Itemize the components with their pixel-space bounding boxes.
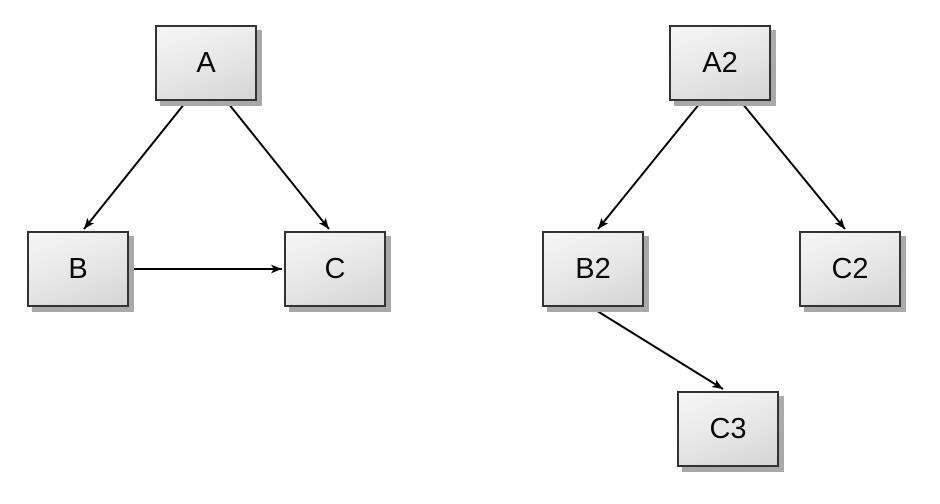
node-C3-label: C3 xyxy=(709,412,747,445)
node-C-label: C xyxy=(324,252,346,285)
edge-A-to-B xyxy=(83,102,186,230)
edge-B2-to-C3 xyxy=(593,308,724,390)
node-A-label: A xyxy=(196,46,216,79)
node-A2[interactable]: A2 xyxy=(669,25,771,101)
node-C2-label: C2 xyxy=(831,252,869,285)
node-B2[interactable]: B2 xyxy=(542,231,644,307)
node-A[interactable]: A xyxy=(155,25,257,101)
node-B-label: B xyxy=(68,252,88,285)
edge-A2-to-B2 xyxy=(597,102,701,230)
edge-A2-to-C2 xyxy=(741,102,846,230)
node-B[interactable]: B xyxy=(27,231,129,307)
node-B2-label: B2 xyxy=(575,252,611,285)
node-A2-label: A2 xyxy=(702,46,738,79)
node-C2[interactable]: C2 xyxy=(799,231,901,307)
edge-A-to-C xyxy=(227,102,330,230)
node-C3[interactable]: C3 xyxy=(677,391,779,467)
node-C[interactable]: C xyxy=(284,231,386,307)
